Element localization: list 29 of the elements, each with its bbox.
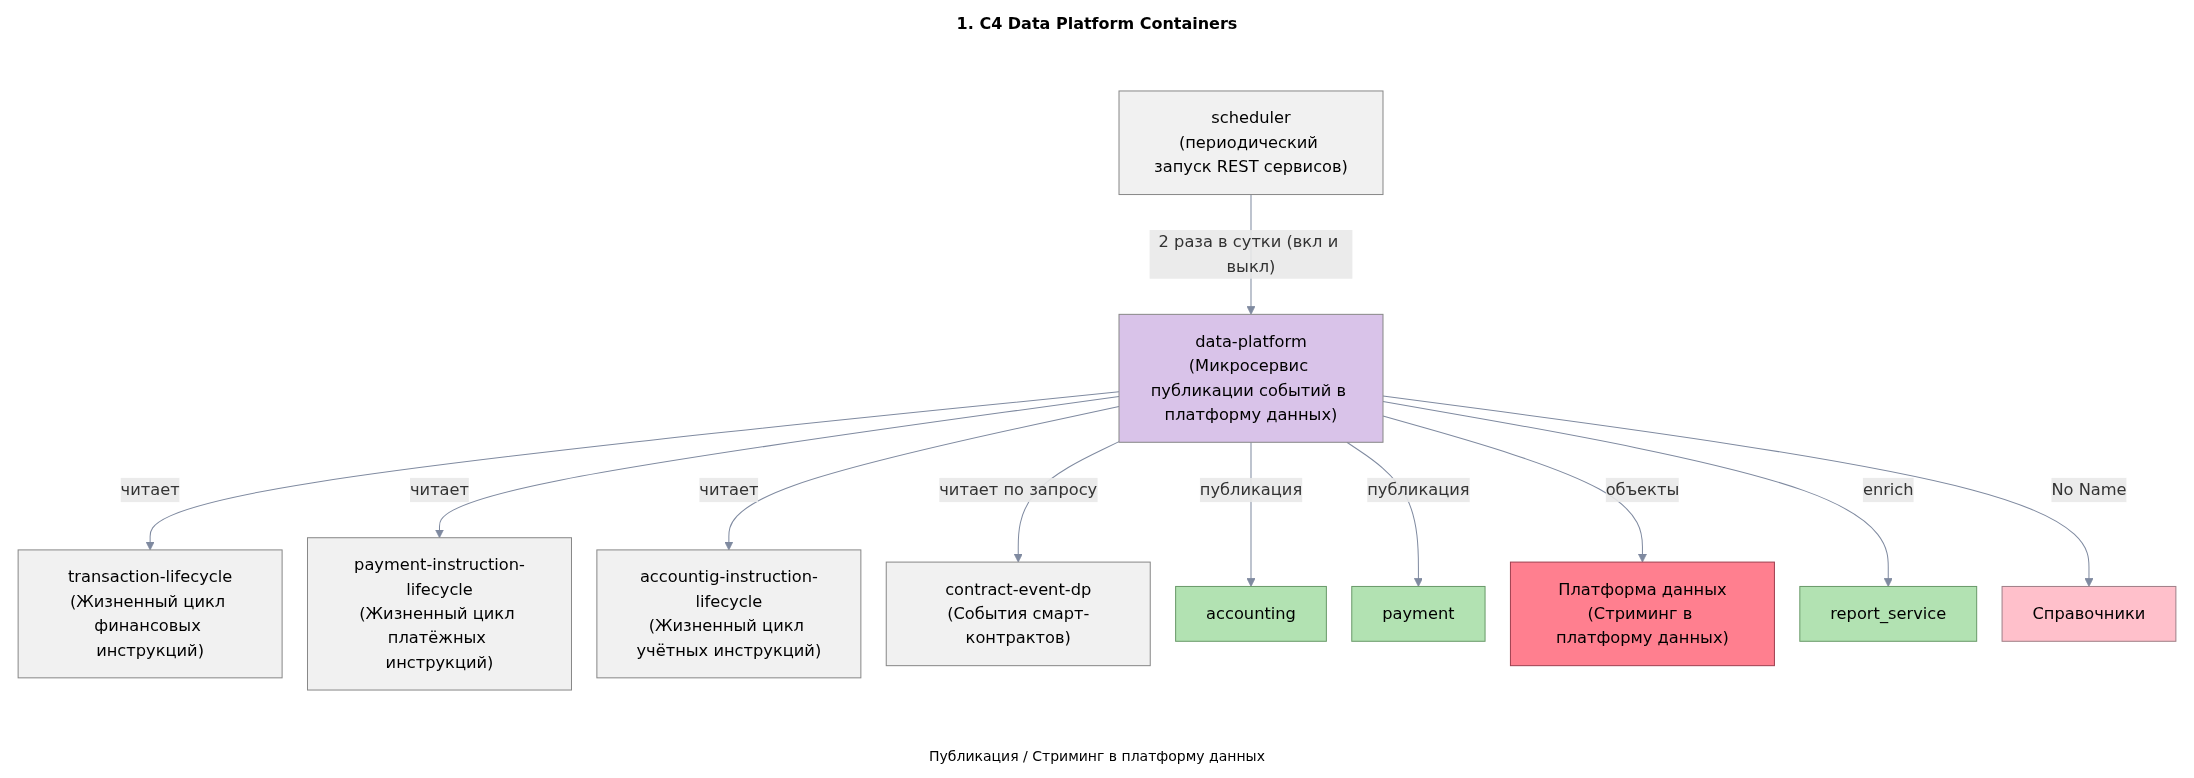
arrow (145, 391, 1120, 551)
edge-label: читает по запросу (939, 479, 1098, 500)
arrow (435, 395, 1120, 539)
node-box: payment (1351, 585, 1486, 642)
edge-label: публикация (1367, 479, 1470, 500)
edge-label: читает (409, 479, 470, 500)
arrow (1382, 400, 1893, 587)
node-box: accountig-instruction-lifecycle (Жизненный цикл учётных инструкций) (596, 549, 862, 679)
edge-label: объекты (1605, 479, 1680, 500)
node-box: Платформа данных (Стриминг в платформу данных) (1509, 561, 1775, 667)
edge-label: читает (120, 479, 180, 500)
arrow (1382, 395, 2094, 587)
edge-label: 2 раза в сутки (вкл и выкл) (1158, 232, 1339, 276)
edge-label: enrich (1862, 479, 1914, 500)
node-box: data-platform (Микросервис публикации событий в платформу данных) (1118, 313, 1384, 443)
edge-label: читает (699, 479, 759, 500)
arrow (724, 406, 1120, 551)
node-box: contract-event-dp (События смарт-контрактов) (885, 561, 1151, 667)
node-box: transaction-lifecycle (Жизненный цикл финансовых инструкций) (17, 549, 283, 679)
node-box: payment-instruction-lifecycle (Жизненный цикл платёжных инструкций) (307, 537, 572, 691)
node-box: scheduler (периодический запуск REST сервисов) (1118, 90, 1384, 196)
arrow (1382, 415, 1647, 563)
edge-label: No Name (2051, 479, 2127, 500)
edge-label: публикация (1199, 479, 1303, 500)
diagram-caption: Публикация / Стриминг в платформу данных (929, 748, 1265, 764)
node-box: accounting (1175, 585, 1327, 642)
diagram-title: 1. C4 Data Platform Containers (956, 14, 1238, 33)
node-box: report_service (1799, 585, 1978, 642)
node-box: Справочники (2001, 585, 2177, 642)
